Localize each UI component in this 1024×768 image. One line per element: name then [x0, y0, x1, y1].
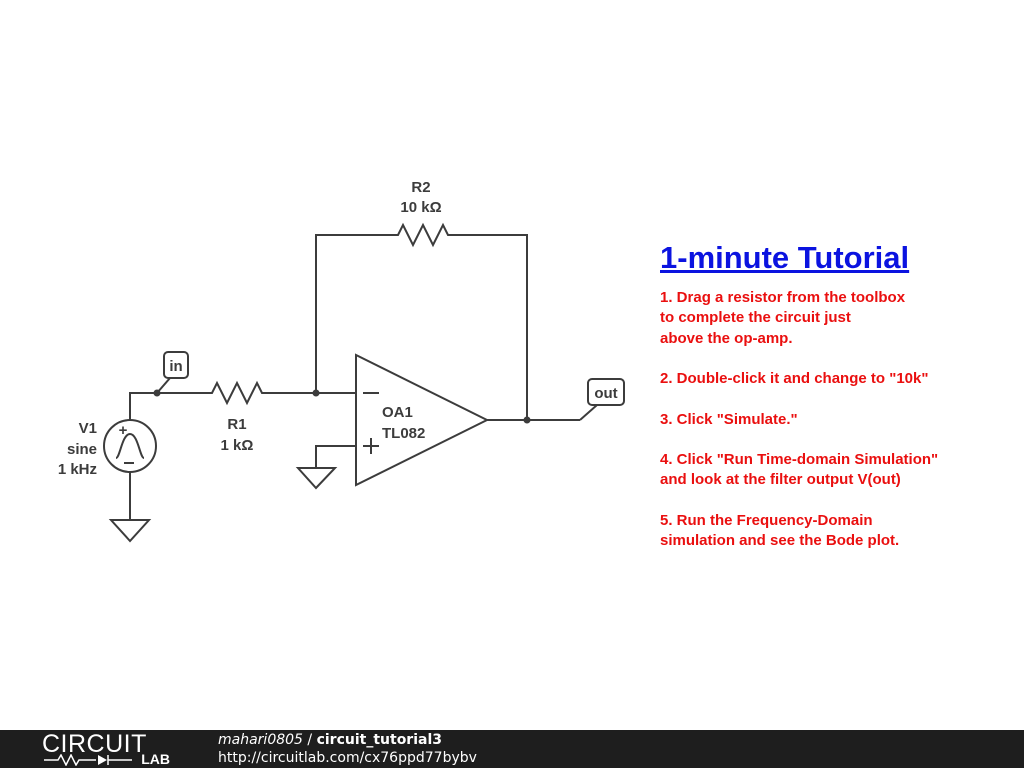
oa1-model-label: TL082: [382, 425, 425, 442]
footer-circuit-name[interactable]: circuit_tutorial3: [316, 732, 442, 748]
r1-name-label: R1: [227, 416, 246, 433]
v1-freq-label: 1 kHz: [58, 461, 97, 478]
svg-text:+: +: [119, 422, 128, 439]
in-tag-label: in: [169, 358, 182, 375]
footer-title: mahari0805 / circuit_tutorial3: [218, 731, 442, 749]
footer-bar: CIRCUIT LAB mahari0805 / circuit_tutoria…: [0, 730, 1024, 768]
out-tag-label: out: [594, 385, 617, 402]
feedback-wire-right[interactable]: [453, 234, 528, 420]
footer-separator: /: [302, 732, 317, 748]
resistor-r2[interactable]: R2 10 kΩ: [390, 179, 453, 248]
in-net-tag[interactable]: in: [156, 351, 189, 394]
logo-lab-text: LAB: [141, 751, 170, 767]
feedback-wire[interactable]: [315, 234, 390, 392]
r2-value-label: 10 kΩ: [400, 199, 441, 216]
voltage-source-v1[interactable]: + V1 sine 1 kHz: [58, 419, 157, 520]
tutorial-step: 5. Run the Frequency-Domain simulation a…: [660, 511, 900, 550]
logo-waveform-icon: [44, 754, 132, 766]
tutorial-step: 4. Click "Run Time-domain Simulation" an…: [660, 451, 939, 489]
out-net-tag[interactable]: out: [579, 378, 625, 421]
tutorial-step: 3. Click "Simulate.": [660, 410, 798, 428]
noninverting-input-wire[interactable]: [315, 445, 356, 468]
opamp-oa1[interactable]: OA1 TL082: [355, 353, 490, 487]
resistor-r1[interactable]: R1 1 kΩ: [205, 380, 268, 454]
ground-symbol[interactable]: [295, 467, 338, 490]
ground-symbol[interactable]: [108, 519, 152, 543]
oa1-name-label: OA1: [382, 404, 413, 421]
tutorial-step: 2. Double-click it and change to "10k": [660, 370, 929, 388]
node-dot: [153, 389, 161, 397]
footer-url-link[interactable]: http://circuitlab.com/cx76ppd77bybv: [218, 750, 477, 766]
circuitlab-logo[interactable]: CIRCUIT LAB: [42, 730, 174, 768]
tutorial-step: 1. Drag a resistor from the toolbox to c…: [660, 289, 906, 347]
input-wire[interactable]: [129, 392, 205, 420]
node-dot: [523, 416, 531, 424]
r1-value-label: 1 kΩ: [221, 437, 254, 454]
tutorial-panel: 1-minute Tutorial 1. Drag a resistor fro…: [660, 236, 1000, 572]
tutorial-title-link[interactable]: 1-minute Tutorial: [660, 240, 910, 275]
v1-type-label: sine: [67, 441, 97, 458]
circuit-schematic[interactable]: R2 10 kΩ R1 1 kΩ in + V1 sine 1 kHz OA1 …: [0, 0, 640, 600]
r2-name-label: R2: [411, 179, 430, 196]
node-dot: [312, 389, 320, 397]
footer-username[interactable]: mahari0805: [218, 732, 303, 748]
v1-name-label: V1: [79, 420, 97, 437]
logo-circuit-text: CIRCUIT: [42, 730, 147, 758]
